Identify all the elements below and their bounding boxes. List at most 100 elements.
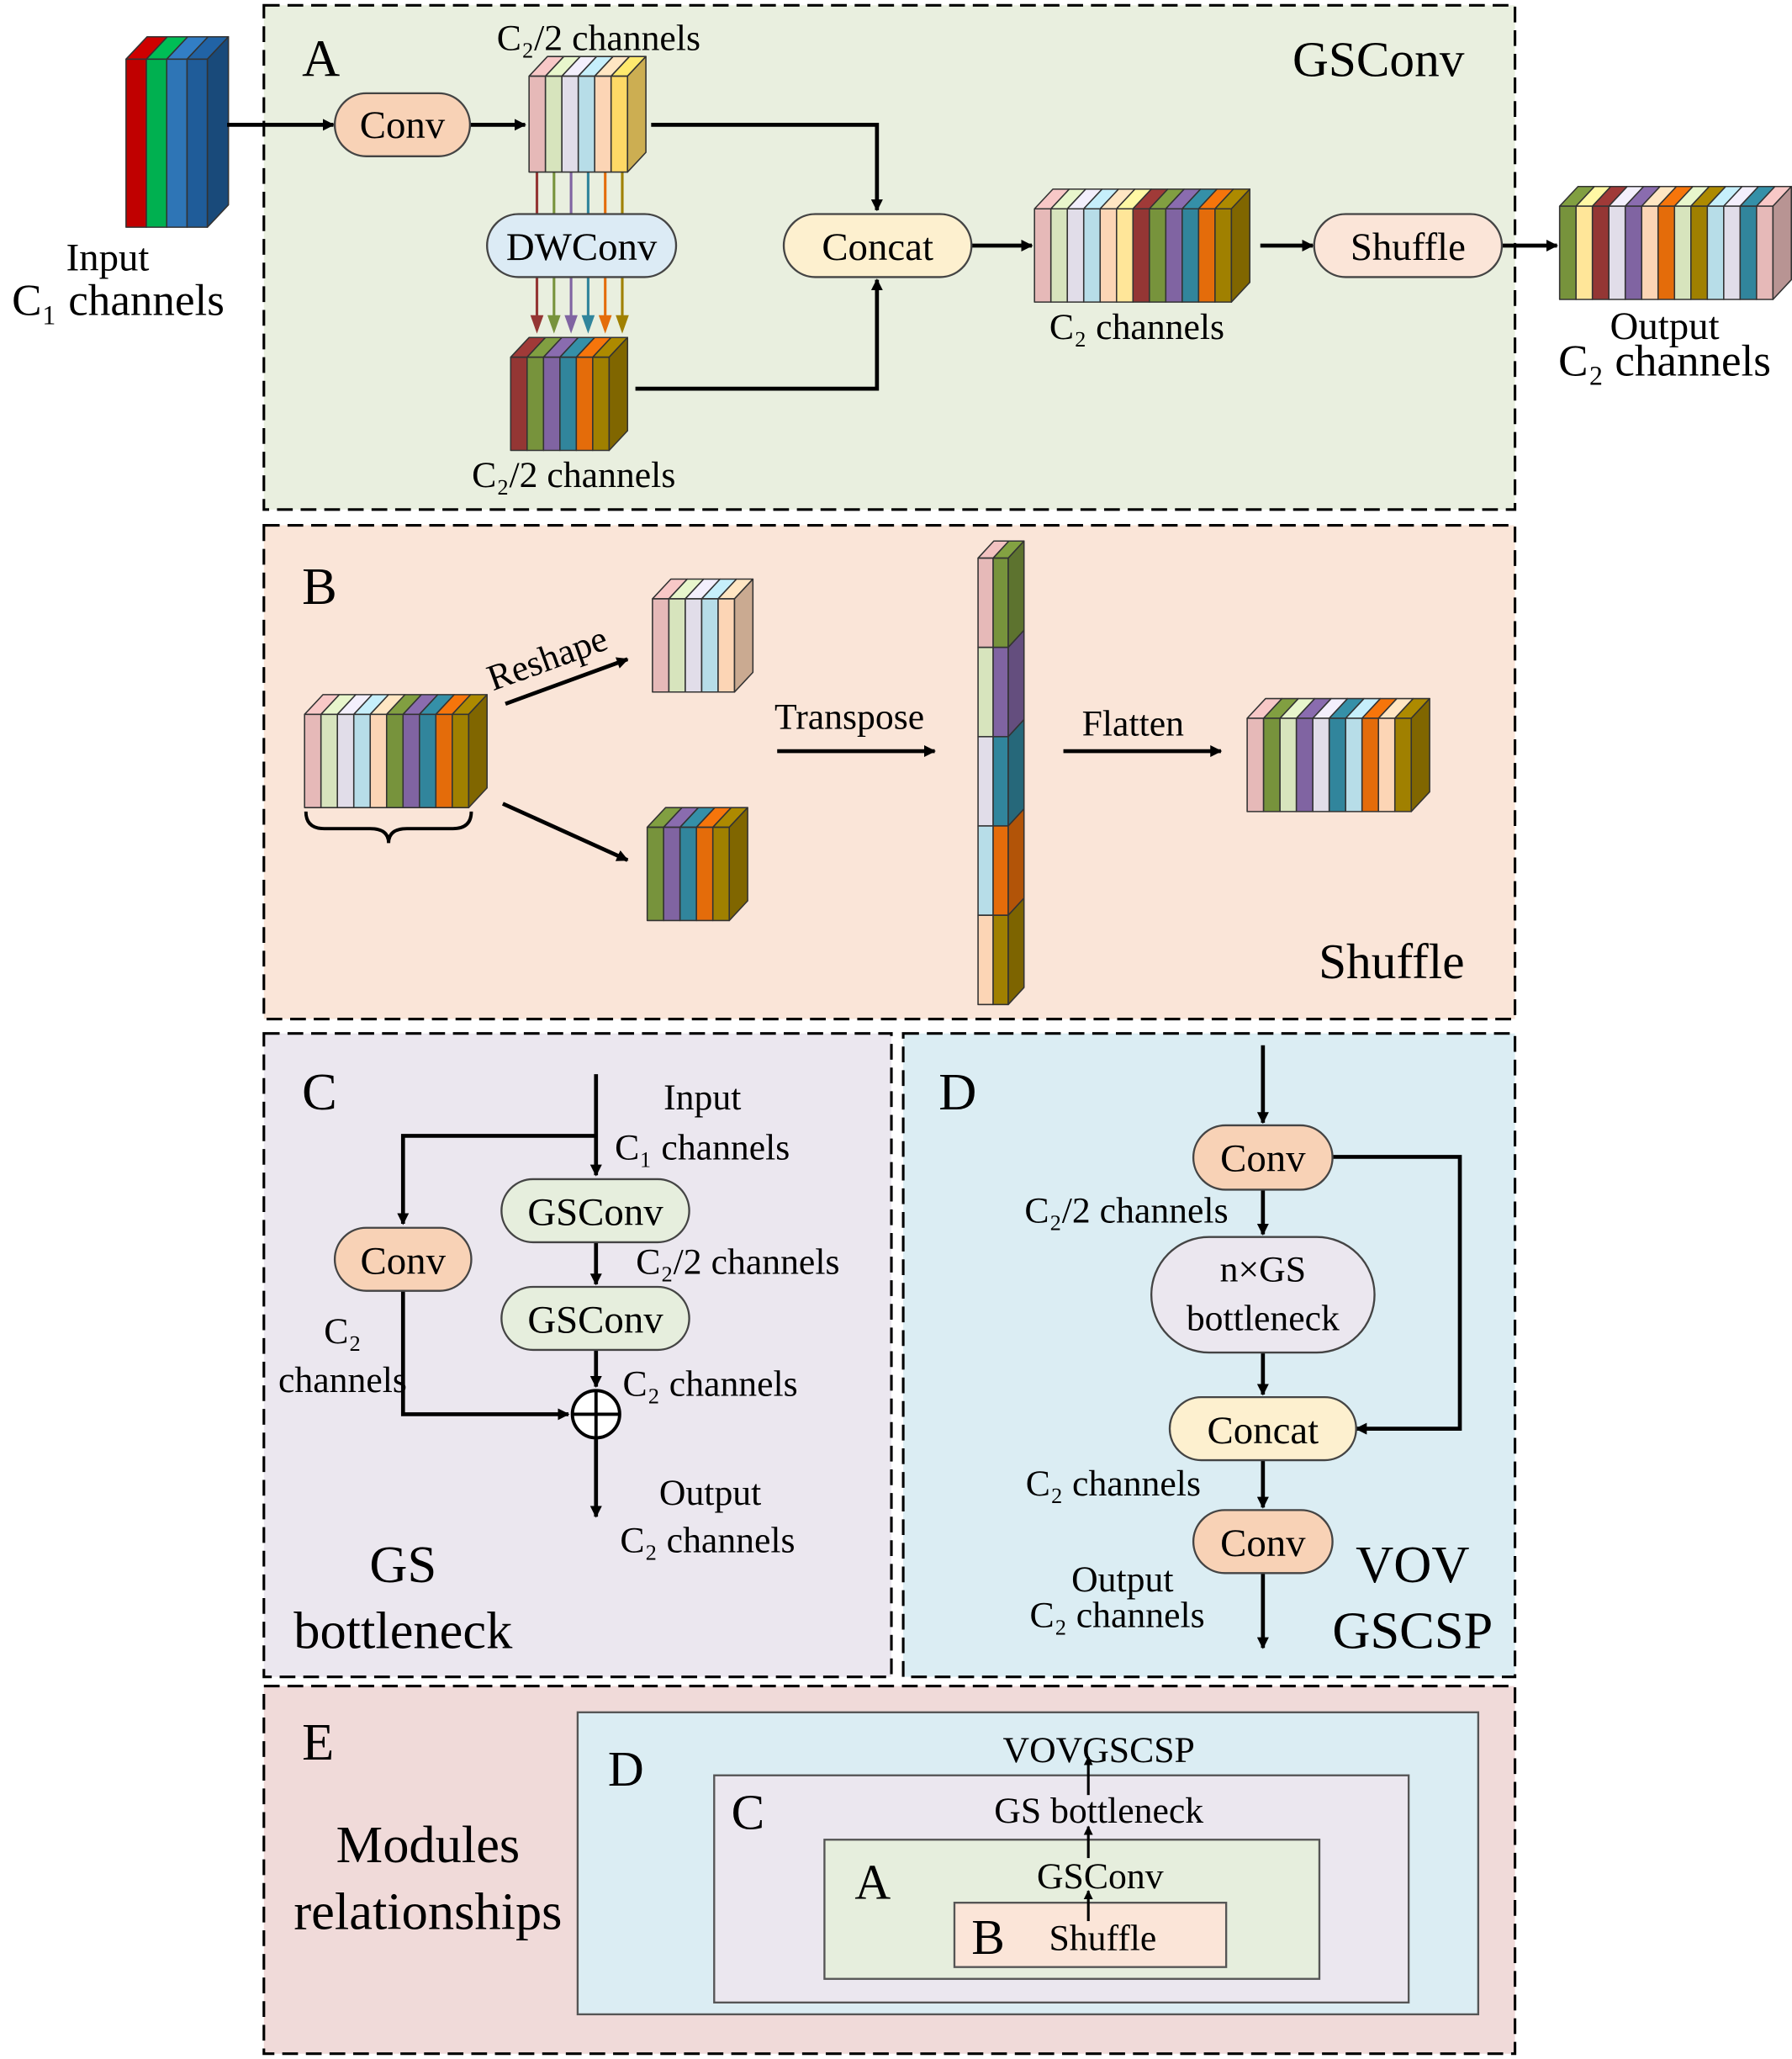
panel-a-letter: A — [302, 29, 340, 88]
concat-node — [782, 213, 973, 278]
channel-block — [1723, 205, 1742, 300]
channel-block — [166, 58, 188, 228]
nest-b-box — [953, 1902, 1228, 1968]
channel-block-side — [1410, 697, 1430, 812]
channel-block — [544, 75, 563, 173]
channel-block — [1575, 205, 1594, 300]
panel-a-title: GSConv — [1292, 32, 1465, 87]
dwconv-channel-arrowhead — [616, 315, 629, 334]
channel-block — [510, 356, 528, 452]
channel-block — [668, 598, 686, 693]
channel-block — [1279, 717, 1298, 812]
channel-block — [452, 713, 470, 808]
panel-c-title-1: GS — [369, 1535, 436, 1594]
c-gsconv-node-2 — [500, 1285, 690, 1352]
channel-block — [402, 713, 420, 808]
column-side-segment — [1007, 540, 1025, 648]
channel-block — [369, 713, 388, 808]
channel-block — [145, 58, 168, 228]
d-conv-node-1 — [1192, 1124, 1334, 1191]
channel-block — [1033, 208, 1052, 303]
group-brace-left — [304, 811, 473, 844]
panel-e-letter: E — [302, 1712, 334, 1771]
channel-block — [1115, 208, 1134, 303]
dwconv-channel-arrowhead — [598, 315, 612, 334]
d-half-label: C₂/2 channels — [1024, 1190, 1228, 1231]
input-channels-label: C₁ channels — [12, 277, 225, 326]
dwconv-channel-arrowhead — [547, 315, 561, 334]
d-output-label: Output — [1071, 1559, 1173, 1600]
channel-block — [1393, 717, 1413, 812]
c-gsconv-node-2-label: GSConv — [527, 1299, 663, 1342]
channel-block — [1066, 208, 1085, 303]
half-bottom-to-concat-arrow — [635, 278, 883, 391]
nest-b-name: Shuffle — [1049, 1918, 1156, 1958]
reshape-arrow-bottom — [501, 802, 629, 862]
channel-block — [1197, 208, 1216, 303]
column-mid-segment — [992, 736, 1009, 827]
channel-block — [695, 826, 714, 922]
channel-block — [646, 826, 664, 922]
transposed-column — [977, 540, 1025, 1006]
channel-block — [652, 598, 670, 693]
channel-block — [385, 713, 404, 808]
channel-block-side — [728, 807, 748, 922]
channel-block — [1132, 208, 1150, 303]
shuffle-output-stack — [1246, 697, 1430, 812]
channel-block — [1673, 205, 1692, 300]
channel-block — [1377, 717, 1396, 812]
column-mid-segment — [992, 825, 1009, 916]
c-left-label-2: channels — [278, 1360, 407, 1400]
c-sum-label: C₂ channels — [622, 1364, 797, 1405]
channel-block — [1328, 717, 1346, 812]
channel-block-side — [468, 694, 488, 808]
channel-block — [435, 713, 453, 808]
reshape-bottom-stack — [646, 807, 748, 922]
channel-block — [1312, 717, 1330, 812]
channel-block — [685, 598, 703, 693]
d-bottleneck-node — [1150, 1236, 1376, 1354]
channel-block — [125, 58, 147, 228]
input-label: Input — [66, 236, 150, 280]
channel-block — [1262, 717, 1281, 812]
channel-block-side — [626, 56, 647, 173]
c-half-label: C₂/2 channels — [636, 1241, 839, 1282]
half-top-to-concat-arrow — [651, 123, 883, 212]
column-front-segment — [977, 914, 994, 1006]
shuffle-input-stack — [304, 694, 488, 808]
shuffle-node — [1313, 213, 1504, 278]
channel-block — [1082, 208, 1102, 303]
dwconv-channel-arrowhead — [530, 315, 544, 334]
channel-block — [1641, 205, 1659, 300]
output-channels-label: C₂ channels — [1558, 337, 1771, 386]
channel-block — [1246, 717, 1265, 812]
channel-block — [1624, 205, 1643, 300]
column-side-segment — [1007, 807, 1025, 916]
column-side-segment — [1007, 897, 1025, 1006]
channel-block — [1657, 205, 1676, 300]
half-channels-top-stack — [528, 56, 647, 173]
channel-block — [1756, 205, 1774, 300]
nest-c-letter: C — [732, 1785, 765, 1840]
channel-block — [1165, 208, 1183, 303]
channel-block — [1739, 205, 1758, 300]
c-input-channels-label: C₁ channels — [615, 1128, 790, 1168]
shuffle-node-label: Shuffle — [1351, 225, 1466, 269]
full-channels-stack — [1033, 188, 1251, 303]
channel-block — [542, 356, 561, 452]
full-channels-label: C₂ channels — [1049, 307, 1224, 347]
channel-block — [700, 598, 719, 693]
channel-block — [1099, 208, 1118, 303]
channel-block — [592, 356, 611, 452]
channel-block — [320, 713, 339, 808]
channel-block — [1706, 205, 1725, 300]
c-conv-node-label: Conv — [361, 1239, 447, 1283]
half-bottom-label: C₂/2 channels — [472, 455, 675, 495]
channel-block — [594, 75, 612, 173]
d-bottleneck-label-1: n×GS — [1220, 1250, 1306, 1290]
column-mid-segment — [992, 646, 1009, 738]
half-top-label: C₂/2 channels — [497, 18, 700, 58]
panel-d-letter: D — [938, 1062, 976, 1121]
channel-block — [1690, 205, 1709, 300]
column-front-segment — [977, 557, 994, 648]
